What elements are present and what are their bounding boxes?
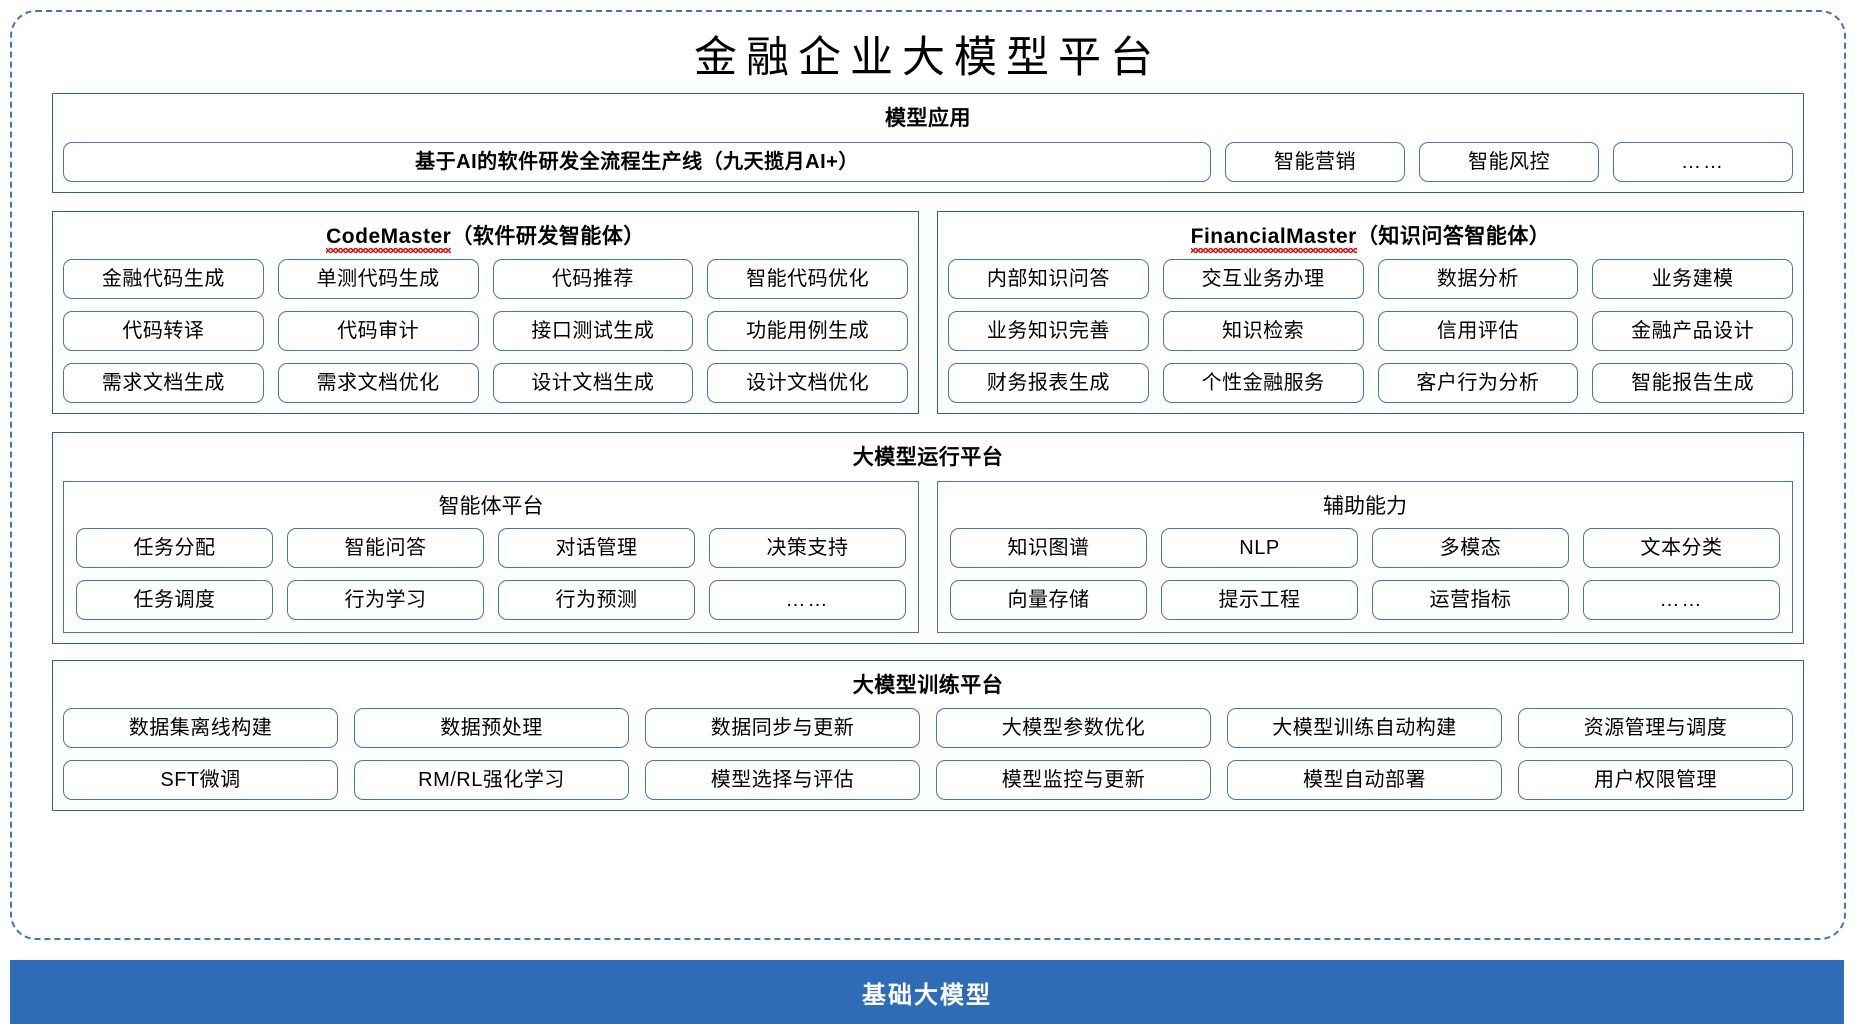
- runtime-panel-agent-platform: 智能体平台 任务分配 智能问答 对话管理 决策支持 任务调度 行为学习 行为预测…: [63, 480, 919, 633]
- capability-pill[interactable]: 金融代码生成: [63, 259, 264, 300]
- runtime-pill[interactable]: 对话管理: [498, 527, 695, 568]
- capability-pill[interactable]: 数据分析: [1377, 259, 1579, 300]
- runtime-panel-support-capability: 辅助能力 知识图谱 NLP 多模态 文本分类 向量存储 提示工程 运营指标 ……: [937, 480, 1793, 633]
- capability-pill[interactable]: 需求文档生成: [63, 363, 264, 404]
- capability-pill[interactable]: 代码推荐: [492, 259, 694, 300]
- app-flagship-pill[interactable]: 基于AI的软件研发全流程生产线（九天揽月AI+）: [63, 141, 1211, 182]
- runtime-pill[interactable]: 多模态: [1372, 527, 1569, 568]
- page-title: 金融企业大模型平台: [694, 35, 1162, 82]
- training-platform-title: 大模型训练平台: [852, 673, 1004, 697]
- capability-pill[interactable]: 智能报告生成: [1592, 363, 1793, 404]
- layer-model-applications: 模型应用 基于AI的软件研发全流程生产线（九天揽月AI+） 智能营销 智能风控 …: [52, 93, 1804, 193]
- capability-pill[interactable]: 业务知识完善: [948, 311, 1149, 352]
- agent-card-financialmaster: FinancialMaster（知识问答智能体） 内部知识问答 交互业务办理 数…: [937, 210, 1804, 415]
- training-pill[interactable]: 大模型训练自动构建: [1227, 708, 1502, 749]
- capability-pill[interactable]: 交互业务办理: [1162, 259, 1364, 300]
- capability-pill[interactable]: 客户行为分析: [1377, 363, 1579, 404]
- runtime-platform-title: 大模型运行平台: [852, 446, 1004, 470]
- runtime-pill[interactable]: 决策支持: [709, 527, 906, 568]
- model-applications-title: 模型应用: [885, 107, 971, 131]
- capability-pill[interactable]: 接口测试生成: [492, 311, 694, 352]
- capability-pill[interactable]: 设计文档优化: [707, 363, 908, 404]
- training-pill[interactable]: RM/RL强化学习: [354, 760, 629, 801]
- runtime-pill[interactable]: 运营指标: [1372, 579, 1569, 620]
- runtime-grid-agent-platform: 任务分配 智能问答 对话管理 决策支持 任务调度 行为学习 行为预测 ……: [76, 527, 906, 620]
- training-platform-card: 大模型训练平台 数据集离线构建 数据预处理 数据同步与更新 大模型参数优化 大模…: [52, 659, 1804, 812]
- agent-capability-grid-codemaster: 金融代码生成 单测代码生成 代码推荐 智能代码优化 代码转译 代码审计 接口测试…: [63, 259, 908, 404]
- runtime-pill[interactable]: 智能问答: [287, 527, 484, 568]
- runtime-pill[interactable]: 任务调度: [76, 579, 273, 620]
- agent-capability-grid-financialmaster: 内部知识问答 交互业务办理 数据分析 业务建模 业务知识完善 知识检索 信用评估…: [948, 259, 1793, 404]
- runtime-grid-support-capability: 知识图谱 NLP 多模态 文本分类 向量存储 提示工程 运营指标 ……: [950, 527, 1780, 620]
- app-pill-marketing[interactable]: 智能营销: [1225, 141, 1405, 182]
- runtime-pill[interactable]: 行为预测: [498, 579, 695, 620]
- training-pill[interactable]: 模型选择与评估: [645, 760, 920, 801]
- runtime-pill[interactable]: 向量存储: [950, 579, 1147, 620]
- training-pill[interactable]: 模型自动部署: [1227, 760, 1502, 801]
- runtime-panel-title-agent-platform: 智能体平台: [438, 494, 544, 518]
- capability-pill[interactable]: 内部知识问答: [948, 259, 1149, 300]
- platform-outer-frame: 金融企业大模型平台 模型应用 基于AI的软件研发全流程生产线（九天揽月AI+） …: [10, 10, 1846, 940]
- agent-name-codemaster: CodeMaster: [326, 224, 452, 248]
- capability-pill[interactable]: 代码审计: [277, 311, 479, 352]
- capability-pill[interactable]: 个性金融服务: [1162, 363, 1364, 404]
- runtime-panels: 智能体平台 任务分配 智能问答 对话管理 决策支持 任务调度 行为学习 行为预测…: [63, 480, 1793, 633]
- capability-pill[interactable]: 知识检索: [1162, 311, 1364, 352]
- runtime-pill-more[interactable]: ……: [1583, 579, 1780, 620]
- runtime-pill[interactable]: 知识图谱: [950, 527, 1147, 568]
- training-pill[interactable]: 数据预处理: [354, 708, 629, 749]
- model-applications-card: 模型应用 基于AI的软件研发全流程生产线（九天揽月AI+） 智能营销 智能风控 …: [52, 93, 1804, 193]
- agent-card-codemaster: CodeMaster（软件研发智能体） 金融代码生成 单测代码生成 代码推荐 智…: [52, 210, 919, 415]
- agent-suffix-financialmaster: （知识问答智能体）: [1356, 224, 1551, 248]
- agent-title-financialmaster: FinancialMaster（知识问答智能体）: [948, 219, 1793, 260]
- layer-agents: CodeMaster（软件研发智能体） 金融代码生成 单测代码生成 代码推荐 智…: [52, 210, 1804, 415]
- capability-pill[interactable]: 业务建模: [1592, 259, 1793, 300]
- runtime-pill[interactable]: NLP: [1161, 527, 1358, 568]
- runtime-pill[interactable]: 提示工程: [1161, 579, 1358, 620]
- training-pill[interactable]: 大模型参数优化: [936, 708, 1211, 749]
- agent-suffix-codemaster: （软件研发智能体）: [451, 224, 645, 248]
- capability-pill[interactable]: 功能用例生成: [707, 311, 908, 352]
- runtime-pill[interactable]: 行为学习: [287, 579, 484, 620]
- training-pill[interactable]: 用户权限管理: [1518, 760, 1793, 801]
- capability-pill[interactable]: 设计文档生成: [492, 363, 694, 404]
- agent-name-financialmaster: FinancialMaster: [1190, 224, 1357, 248]
- app-pill-risk-control[interactable]: 智能风控: [1419, 141, 1599, 182]
- capability-pill[interactable]: 智能代码优化: [707, 259, 908, 300]
- capability-pill[interactable]: 需求文档优化: [277, 363, 479, 404]
- layer-training-platform: 大模型训练平台 数据集离线构建 数据预处理 数据同步与更新 大模型参数优化 大模…: [52, 659, 1804, 812]
- agent-title-codemaster: CodeMaster（软件研发智能体）: [63, 219, 908, 260]
- training-pill[interactable]: 资源管理与调度: [1518, 708, 1793, 749]
- runtime-pill-more[interactable]: ……: [709, 579, 906, 620]
- layer-runtime-platform: 大模型运行平台 智能体平台 任务分配 智能问答 对话管理 决策支持 任务调度 行…: [52, 432, 1804, 644]
- capability-pill[interactable]: 信用评估: [1377, 311, 1579, 352]
- foundation-model-bar: 基础大模型: [10, 960, 1844, 1024]
- runtime-pill[interactable]: 文本分类: [1583, 527, 1780, 568]
- runtime-panel-title-support-capability: 辅助能力: [1323, 494, 1407, 518]
- training-pill[interactable]: 模型监控与更新: [936, 760, 1211, 801]
- training-pill[interactable]: SFT微调: [63, 760, 338, 801]
- runtime-pill[interactable]: 任务分配: [76, 527, 273, 568]
- app-pill-more[interactable]: ……: [1613, 141, 1793, 182]
- capability-pill[interactable]: 代码转译: [63, 311, 264, 352]
- runtime-platform-card: 大模型运行平台 智能体平台 任务分配 智能问答 对话管理 决策支持 任务调度 行…: [52, 432, 1804, 644]
- capability-pill[interactable]: 财务报表生成: [948, 363, 1149, 404]
- training-capability-grid: 数据集离线构建 数据预处理 数据同步与更新 大模型参数优化 大模型训练自动构建 …: [63, 708, 1793, 801]
- model-applications-row: 基于AI的软件研发全流程生产线（九天揽月AI+） 智能营销 智能风控 ……: [63, 141, 1793, 182]
- capability-pill[interactable]: 单测代码生成: [277, 259, 479, 300]
- training-pill[interactable]: 数据集离线构建: [63, 708, 338, 749]
- training-pill[interactable]: 数据同步与更新: [645, 708, 920, 749]
- capability-pill[interactable]: 金融产品设计: [1592, 311, 1793, 352]
